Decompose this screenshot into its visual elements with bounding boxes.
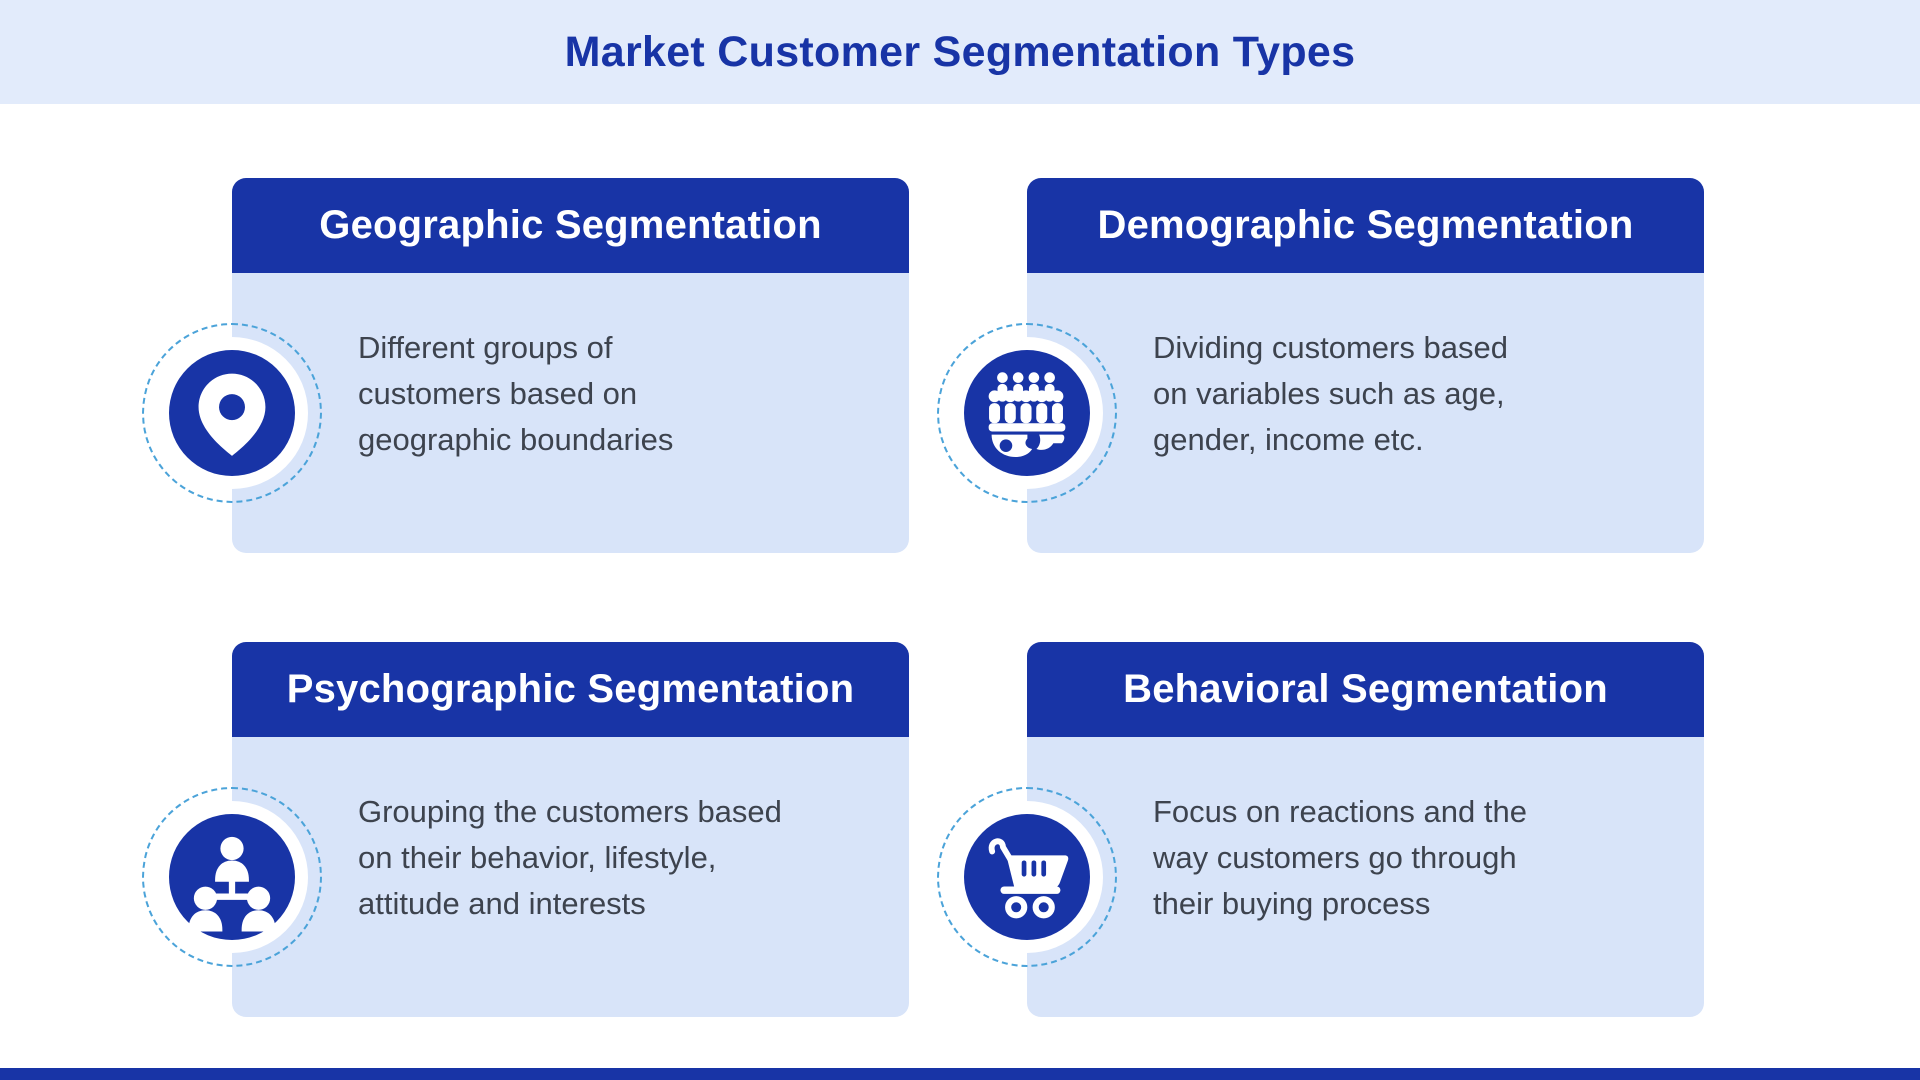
bottom-bar bbox=[0, 1068, 1920, 1080]
card-header: Demographic Segmentation bbox=[1027, 178, 1704, 273]
description-line: on their behavior, lifestyle, bbox=[358, 840, 717, 875]
icon-white-ring bbox=[951, 337, 1103, 489]
card-description: Dividing customers based on variables su… bbox=[1153, 325, 1668, 463]
description-line: Different groups of bbox=[358, 330, 613, 365]
card-title: Geographic Segmentation bbox=[319, 203, 822, 247]
card-geographic-segmentation: Geographic Segmentation Different groups… bbox=[142, 178, 909, 553]
icon-white-ring bbox=[156, 337, 308, 489]
card-header: Psychographic Segmentation bbox=[232, 642, 909, 737]
dashed-ring bbox=[142, 787, 322, 967]
dashed-ring bbox=[937, 787, 1117, 967]
dashed-ring bbox=[937, 323, 1117, 503]
description-line: way customers go through bbox=[1153, 840, 1517, 875]
location-pin-icon bbox=[169, 350, 295, 476]
shopping-cart-icon bbox=[964, 814, 1090, 940]
card-demographic-segmentation: Demographic Segmentation Dividing custom… bbox=[937, 178, 1704, 553]
card-header: Geographic Segmentation bbox=[232, 178, 909, 273]
icon-white-ring bbox=[951, 801, 1103, 953]
dashed-ring bbox=[142, 323, 322, 503]
description-line: Grouping the customers based bbox=[358, 794, 782, 829]
org-chart-people-icon bbox=[169, 814, 295, 940]
card-description: Different groups of customers based on g… bbox=[358, 325, 873, 463]
card-description: Grouping the customers based on their be… bbox=[358, 789, 873, 927]
card-header: Behavioral Segmentation bbox=[1027, 642, 1704, 737]
card-body: Different groups of customers based on g… bbox=[232, 273, 909, 553]
card-psychographic-segmentation: Psychographic Segmentation Grouping the … bbox=[142, 642, 909, 1017]
description-line: their buying process bbox=[1153, 886, 1431, 921]
card-body: Grouping the customers based on their be… bbox=[232, 737, 909, 1017]
description-line: geographic boundaries bbox=[358, 422, 674, 457]
card-body: Dividing customers based on variables su… bbox=[1027, 273, 1704, 553]
card-body: Focus on reactions and the way customers… bbox=[1027, 737, 1704, 1017]
icon-white-ring bbox=[156, 801, 308, 953]
description-line: Focus on reactions and the bbox=[1153, 794, 1527, 829]
description-line: Dividing customers based bbox=[1153, 330, 1508, 365]
card-behavioral-segmentation: Behavioral Segmentation Focus on reactio… bbox=[937, 642, 1704, 1017]
card-title: Demographic Segmentation bbox=[1097, 203, 1634, 247]
people-group-icon bbox=[964, 350, 1090, 476]
title-band: Market Customer Segmentation Types bbox=[0, 0, 1920, 104]
card-title: Psychographic Segmentation bbox=[286, 667, 855, 711]
description-line: attitude and interests bbox=[358, 886, 646, 921]
description-line: gender, income etc. bbox=[1153, 422, 1424, 457]
card-title: Behavioral Segmentation bbox=[1123, 667, 1608, 711]
description-line: on variables such as age, bbox=[1153, 376, 1505, 411]
card-description: Focus on reactions and the way customers… bbox=[1153, 789, 1668, 927]
page-title: Market Customer Segmentation Types bbox=[564, 27, 1356, 76]
description-line: customers based on bbox=[358, 376, 638, 411]
